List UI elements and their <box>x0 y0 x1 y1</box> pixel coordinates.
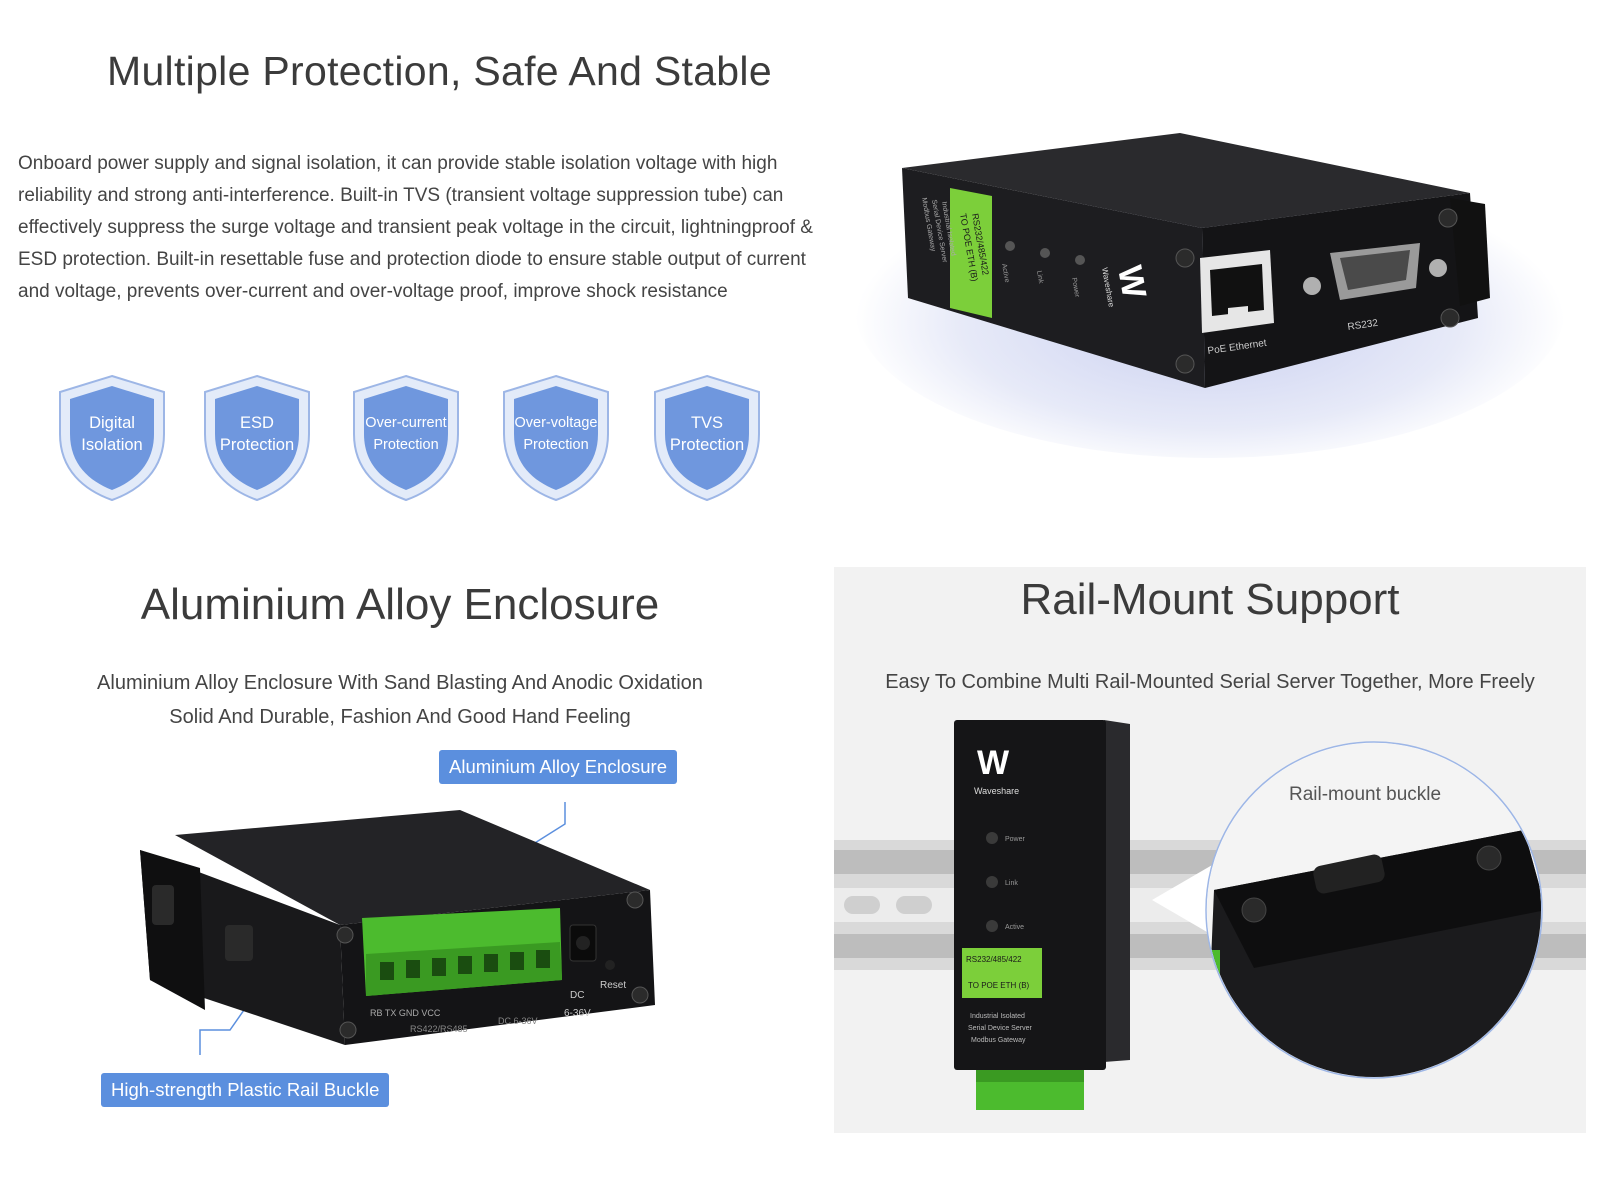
led-active <box>1005 241 1015 251</box>
waveshare-logo-icon: W <box>1110 263 1153 302</box>
device-desc-1: Industrial Isolated <box>970 1013 1025 1020</box>
led-power <box>1075 255 1085 265</box>
screw-icon <box>336 926 354 944</box>
device-image-terminal: RB TX GND VCC RS422/RS485 DC 6-36V DC 6-… <box>140 802 655 1055</box>
enclosure-subtitle-2: Solid And Durable, Fashion And Good Hand… <box>169 706 631 728</box>
callout-rail-buckle: High-strength Plastic Rail Buckle <box>101 1073 390 1107</box>
device-desc-3: Modbus Gateway <box>971 1037 1026 1044</box>
waveshare-logo-icon: W <box>977 744 1010 782</box>
screw-icon <box>339 1021 357 1039</box>
port-label-rs232: RS232 <box>1347 318 1379 333</box>
model-label-line1: RS232/485/422 <box>966 955 1022 964</box>
model-label <box>962 948 1042 998</box>
shield-icon <box>503 374 609 502</box>
shield-icon <box>654 374 760 502</box>
led-label: Power <box>1070 277 1080 298</box>
dc-jack-icon <box>576 936 590 950</box>
voltage-label: 6-36V <box>564 1008 591 1019</box>
shield-icon <box>353 374 459 502</box>
screw-icon <box>626 891 644 909</box>
device-top <box>902 133 1470 228</box>
led-link <box>1040 248 1050 258</box>
device-image-front: RS232/485/422 TO POE ETH (B) Industrial … <box>855 133 1565 458</box>
screw-icon <box>1440 308 1460 328</box>
section-title-enclosure: Aluminium Alloy Enclosure <box>140 580 660 629</box>
led-label: Power <box>1005 836 1026 843</box>
terminal-label: RS422/RS485 <box>410 1024 468 1034</box>
protection-description: Onboard power supply and signal isolatio… <box>18 153 813 302</box>
section-title-rail-mount: Rail-Mount Support <box>1020 575 1400 624</box>
screw-icon <box>1438 208 1458 228</box>
dc-label: DC <box>570 990 584 1001</box>
led-label: Active <box>1000 263 1010 283</box>
reset-button-icon <box>605 960 615 970</box>
led-link <box>986 876 998 888</box>
device-image-rail: W Waveshare Power Link Active RS232/485/… <box>834 720 1586 1110</box>
screw-icon <box>1175 248 1195 268</box>
led-label: Active <box>1005 924 1024 931</box>
led-power <box>986 832 998 844</box>
reset-label: Reset <box>600 980 626 991</box>
rail-buckle <box>1450 198 1490 306</box>
buckle-label: Rail-mount buckle <box>1289 784 1441 805</box>
led-label: Link <box>1005 880 1018 887</box>
screw-icon <box>631 986 649 1004</box>
rail-mount-subtitle: Easy To Combine Multi Rail-Mounted Seria… <box>885 671 1535 693</box>
brand-name: Waveshare <box>974 786 1019 796</box>
device-desc-2: Serial Device Server <box>968 1025 1032 1032</box>
terminal-voltage-label: DC 6-36V <box>498 1016 538 1026</box>
model-label-line2: TO POE ETH (B) <box>968 981 1030 990</box>
led-active <box>986 920 998 932</box>
screw-icon <box>1476 845 1502 871</box>
screw-icon <box>1175 354 1195 374</box>
terminal-pins-label: RB TX GND VCC <box>370 1008 441 1018</box>
rail-buckle <box>140 850 205 1010</box>
model-label <box>950 188 992 318</box>
device-top <box>175 810 650 925</box>
shield-icon <box>59 374 165 502</box>
section-title-protection: Multiple Protection, Safe And Stable <box>107 48 772 94</box>
led-label: Link <box>1035 270 1044 284</box>
screw-icon <box>1241 897 1267 923</box>
callout-aluminium-enclosure: Aluminium Alloy Enclosure <box>439 750 677 784</box>
enclosure-subtitle-1: Aluminium Alloy Enclosure With Sand Blas… <box>97 672 703 694</box>
shield-icon <box>204 374 310 502</box>
